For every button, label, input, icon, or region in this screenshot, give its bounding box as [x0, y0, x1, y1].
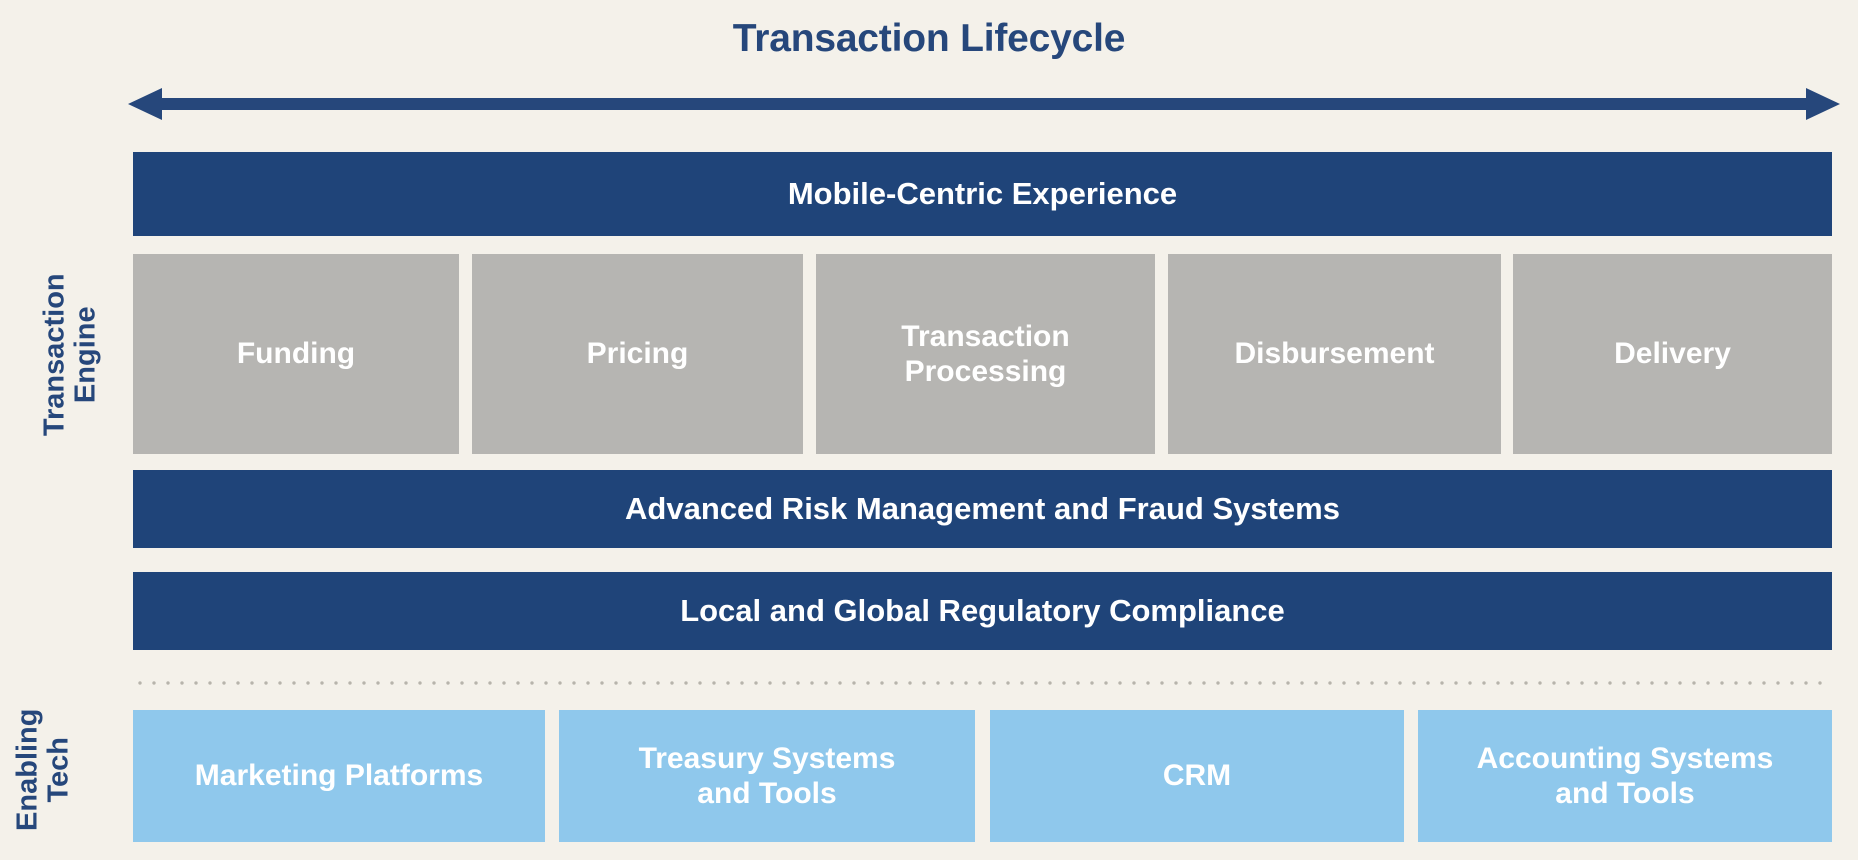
section-divider-dotted — [133, 680, 1832, 686]
layer-mobile-centric-experience[interactable]: Mobile-Centric Experience — [133, 152, 1832, 236]
double-arrow-icon — [128, 88, 1840, 120]
band-label-transaction-engine-text: Transaction Engine — [38, 273, 101, 437]
enabling-tech-marketing-platforms[interactable]: Marketing Platforms — [133, 710, 545, 842]
stage-delivery[interactable]: Delivery — [1513, 254, 1832, 454]
enabling-tech-crm[interactable]: CRM — [990, 710, 1404, 842]
enabling-tech-treasury-systems[interactable]: Treasury Systems and Tools — [559, 710, 975, 842]
stage-disbursement[interactable]: Disbursement — [1168, 254, 1501, 454]
stage-funding[interactable]: Funding — [133, 254, 459, 454]
stage-transaction-processing[interactable]: Transaction Processing — [816, 254, 1155, 454]
layer-advanced-risk-management[interactable]: Advanced Risk Management and Fraud Syste… — [133, 470, 1832, 548]
diagram-title: Transaction Lifecycle — [732, 17, 1126, 60]
band-label-enabling-tech-text: Enabling Tech — [11, 708, 74, 832]
lifecycle-arrow — [128, 86, 1840, 122]
enabling-tech-accounting-systems[interactable]: Accounting Systems and Tools — [1418, 710, 1832, 842]
layer-regulatory-compliance[interactable]: Local and Global Regulatory Compliance — [133, 572, 1832, 650]
stage-pricing[interactable]: Pricing — [472, 254, 803, 454]
